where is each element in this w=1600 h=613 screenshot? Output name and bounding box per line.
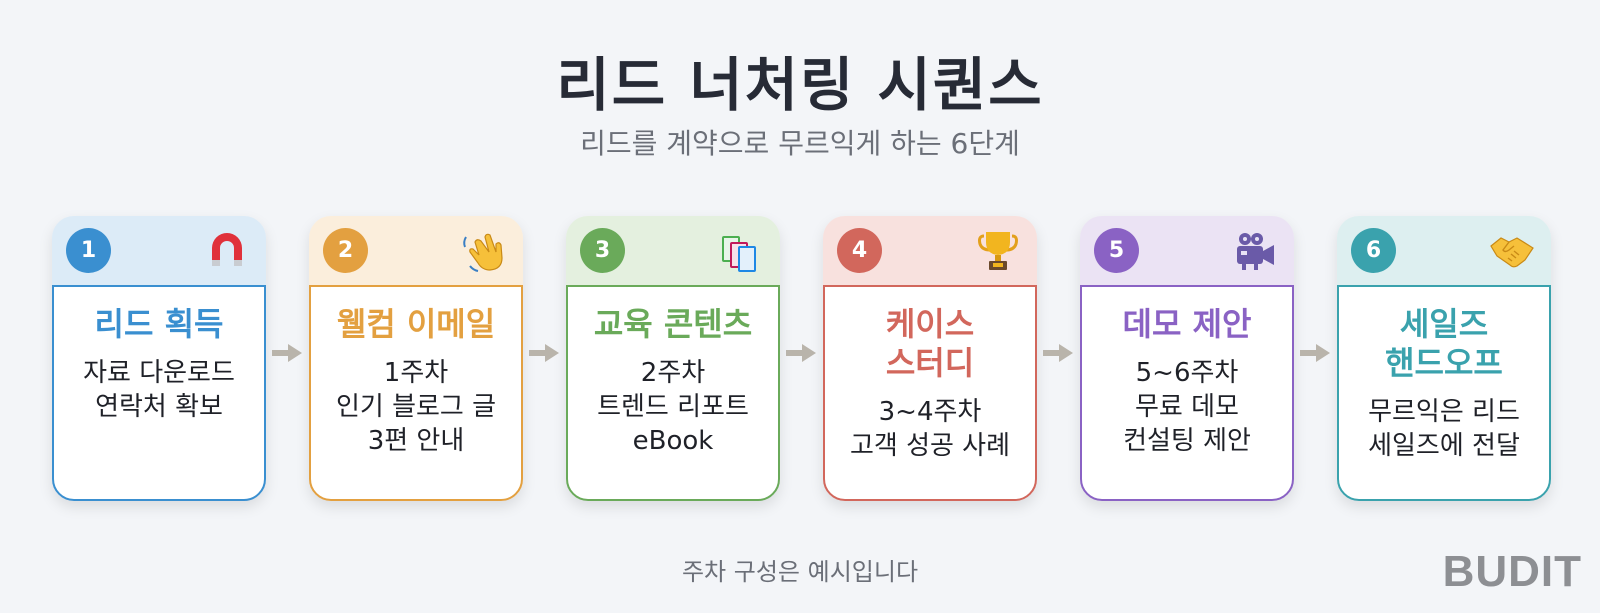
step-title: 케이스 스터디 (885, 305, 975, 382)
step-number-badge: 5 (1094, 228, 1139, 273)
step-card-3: 3 교육 콘텐츠 2주차 트렌드 리포트 eBook (566, 216, 780, 501)
step-header: 4 (823, 216, 1037, 285)
step-card-6: 6 세일즈 핸드오프 무르익은 리드 세일즈에 전달 (1337, 216, 1551, 501)
step-card-1: 1 리드 획득 자료 다운로드 연락처 확보 (52, 216, 266, 501)
step-sequence: 1 리드 획득 자료 다운로드 연락처 확보 2 웰컴 이메일 1주차 인기 블… (52, 216, 1552, 501)
step-body: 리드 획득 자료 다운로드 연락처 확보 (52, 285, 266, 501)
step-number-badge: 3 (580, 228, 625, 273)
arrow-icon (786, 344, 816, 362)
step-title: 웰컴 이메일 (336, 305, 496, 343)
step-description: 2주차 트렌드 리포트 eBook (597, 358, 749, 456)
step-body: 웰컴 이메일 1주차 인기 블로그 글 3편 안내 (309, 285, 523, 501)
step-header: 6 (1337, 216, 1551, 285)
magnet-icon (212, 233, 242, 266)
step-card-4: 4 케이스 스터디 3~4주차 고객 성공 사례 (823, 216, 1037, 501)
step-number-badge: 6 (1351, 228, 1396, 273)
step-description: 자료 다운로드 연락처 확보 (83, 358, 235, 422)
footnote: 주차 구성은 예시입니다 (681, 558, 919, 586)
step-title: 데모 제안 (1122, 305, 1252, 343)
movie-camera-icon (1237, 233, 1274, 270)
step-body: 세일즈 핸드오프 무르익은 리드 세일즈에 전달 (1337, 285, 1551, 501)
step-description: 5~6주차 무료 데모 컨설팅 제안 (1123, 358, 1251, 456)
step-description: 무르익은 리드 세일즈에 전달 (1368, 397, 1520, 461)
step-body: 케이스 스터디 3~4주차 고객 성공 사례 (823, 285, 1037, 501)
step-body: 교육 콘텐츠 2주차 트렌드 리포트 eBook (566, 285, 780, 501)
trophy-icon (978, 232, 1018, 270)
arrow-icon (1043, 344, 1073, 362)
step-header: 3 (566, 216, 780, 285)
step-number-badge: 1 (66, 228, 111, 273)
step-header: 5 (1080, 216, 1294, 285)
step-title: 교육 콘텐츠 (593, 305, 753, 343)
page-title: 리드 너처링 시퀀스 (556, 51, 1044, 119)
page-subtitle: 리드를 계약으로 무르익게 하는 6단계 (580, 127, 1020, 160)
step-description: 1주차 인기 블로그 글 3편 안내 (335, 358, 497, 456)
waving-hand-icon (463, 233, 503, 272)
step-card-5: 5 데모 제안 5~6주차 무료 데모 컨설팅 제안 (1080, 216, 1294, 501)
step-card-2: 2 웰컴 이메일 1주차 인기 블로그 글 3편 안내 (309, 216, 523, 501)
step-description: 3~4주차 고객 성공 사례 (849, 397, 1011, 461)
step-title: 세일즈 핸드오프 (1385, 305, 1503, 382)
arrow-icon (272, 344, 302, 362)
step-number-badge: 2 (323, 228, 368, 273)
step-header: 2 (309, 216, 523, 285)
arrow-icon (1300, 344, 1330, 362)
books-icon (722, 236, 756, 272)
step-number-badge: 4 (837, 228, 882, 273)
step-body: 데모 제안 5~6주차 무료 데모 컨설팅 제안 (1080, 285, 1294, 501)
handshake-icon (1490, 237, 1534, 268)
step-title: 리드 획득 (94, 305, 224, 343)
arrow-icon (529, 344, 559, 362)
step-header: 1 (52, 216, 266, 285)
brand-logo: BUDIT (1442, 547, 1582, 596)
